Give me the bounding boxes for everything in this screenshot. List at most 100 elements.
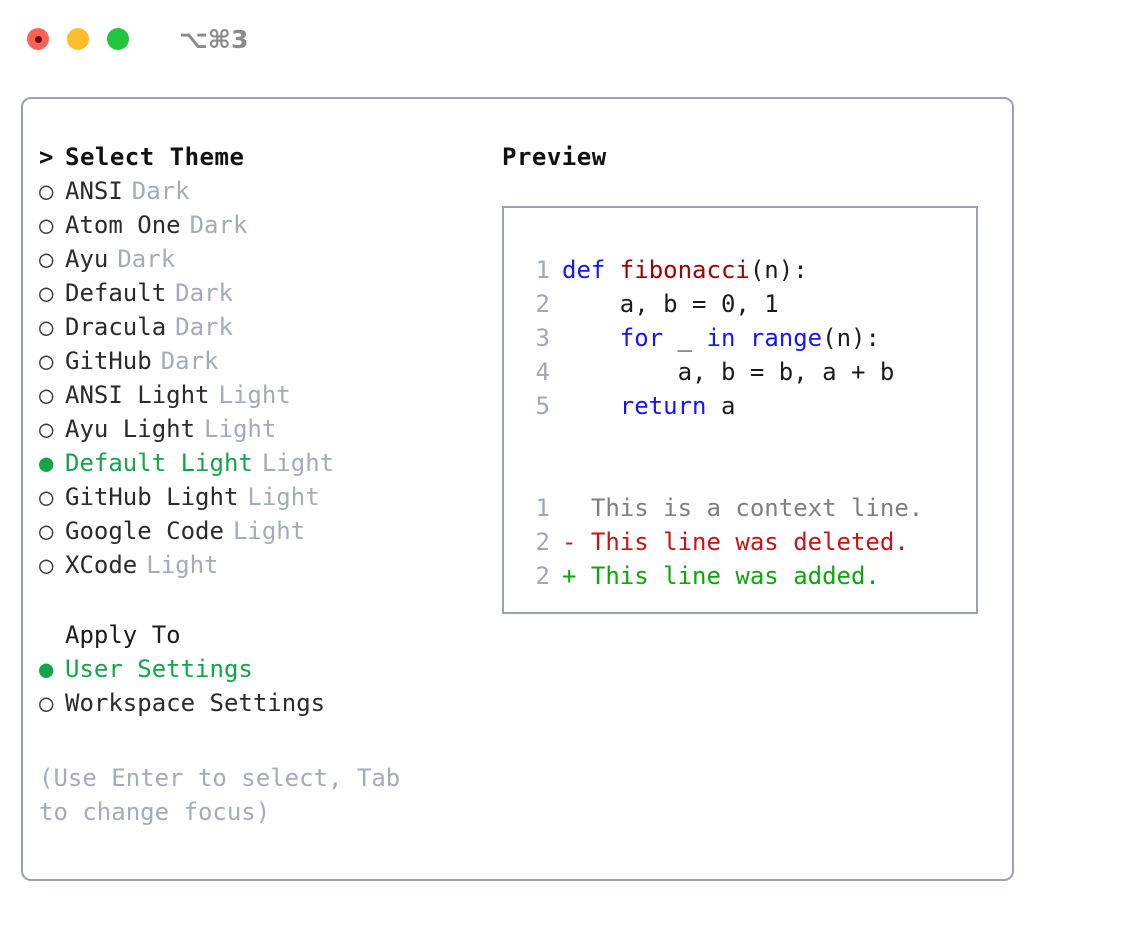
line-number: 2 xyxy=(535,562,550,590)
theme-item-label: GitHub xyxy=(65,347,152,375)
code-content: a, b = b, a + b xyxy=(562,358,895,386)
line-number: 5 xyxy=(535,392,550,420)
code-token-keyword: in xyxy=(706,324,736,352)
code-token-plain: (n): xyxy=(822,324,880,352)
radio-unselected-icon[interactable]: ○ xyxy=(39,211,54,239)
theme-item-xcode[interactable]: ○ XCode Light xyxy=(39,551,479,585)
radio-selected-icon[interactable]: ● xyxy=(39,449,54,477)
radio-unselected-icon[interactable]: ○ xyxy=(39,245,54,273)
theme-item-label: Default Light xyxy=(65,449,253,477)
radio-unselected-icon[interactable]: ○ xyxy=(39,689,54,717)
diff-content: - This line was deleted. xyxy=(562,528,909,556)
theme-item-label: XCode xyxy=(65,551,138,579)
code-token-plain: _ xyxy=(663,324,707,352)
theme-item-google-code[interactable]: ○ Google Code Light xyxy=(39,517,479,551)
apply-to-option-label: User Settings xyxy=(65,655,253,683)
apply-to-option-user-settings[interactable]: ● User Settings xyxy=(39,655,479,689)
theme-item-label: ANSI xyxy=(65,177,123,205)
main-panel: > Select Theme ○ ANSI Dark ○ Atom One Da… xyxy=(21,97,1014,881)
theme-item-tag: Light xyxy=(247,483,320,511)
theme-item-tag: Dark xyxy=(117,245,176,273)
theme-item-label: Default xyxy=(65,279,167,307)
theme-item-ansi-dark[interactable]: ○ ANSI Dark xyxy=(39,177,479,211)
code-line: 4 a, b = b, a + b xyxy=(522,358,976,392)
theme-item-ansi-light[interactable]: ○ ANSI Light Light xyxy=(39,381,479,415)
theme-item-tag: Dark xyxy=(160,347,219,375)
diff-line-deleted: 2 - This line was deleted. xyxy=(522,528,976,562)
theme-item-label: Google Code xyxy=(65,517,224,545)
theme-item-label: Atom One xyxy=(65,211,181,239)
close-button[interactable] xyxy=(27,28,49,50)
select-theme-heading: > Select Theme xyxy=(39,143,479,177)
theme-item-atom-one-dark[interactable]: ○ Atom One Dark xyxy=(39,211,479,245)
theme-item-tag: Dark xyxy=(131,177,190,205)
radio-unselected-icon[interactable]: ○ xyxy=(39,415,54,443)
apply-to-option-label: Workspace Settings xyxy=(65,689,326,717)
theme-item-default-light[interactable]: ● Default Light Light xyxy=(39,449,479,483)
code-content: def fibonacci(n): xyxy=(562,256,808,284)
radio-unselected-icon[interactable]: ○ xyxy=(39,347,54,375)
line-number: 2 xyxy=(535,528,550,556)
line-number: 1 xyxy=(535,494,550,522)
code-token-keyword: def xyxy=(562,256,620,284)
radio-unselected-icon[interactable]: ○ xyxy=(39,313,54,341)
minimize-button[interactable] xyxy=(67,28,89,50)
code-line: 1 def fibonacci(n): xyxy=(522,256,976,290)
code-token-function: fibonacci xyxy=(619,256,750,284)
window-controls xyxy=(27,28,129,50)
theme-item-github-dark[interactable]: ○ GitHub Dark xyxy=(39,347,479,381)
theme-item-tag: Light xyxy=(204,415,277,443)
radio-unselected-icon[interactable]: ○ xyxy=(39,381,54,409)
apply-to-heading-label: Apply To xyxy=(65,621,181,649)
theme-item-tag: Light xyxy=(232,517,306,545)
diff-line-added: 2 + This line was added. xyxy=(522,562,976,596)
radio-unselected-icon[interactable]: ○ xyxy=(39,483,54,511)
radio-unselected-icon[interactable]: ○ xyxy=(39,551,54,579)
preview-code-box: 1 def fibonacci(n): 2 a, b = 0, 1 3 for … xyxy=(502,206,978,614)
code-line: 2 a, b = 0, 1 xyxy=(522,290,976,324)
line-number: 4 xyxy=(535,358,550,386)
code-blank-line xyxy=(522,460,976,494)
theme-item-tag: Dark xyxy=(175,279,233,307)
apply-to-option-workspace-settings[interactable]: ○ Workspace Settings xyxy=(39,689,479,723)
code-token-keyword: return xyxy=(619,392,707,420)
diff-line-context: 1 This is a context line. xyxy=(522,494,976,528)
theme-item-tag: Dark xyxy=(189,211,248,239)
theme-item-tag: Light xyxy=(218,381,291,409)
radio-unselected-icon[interactable]: ○ xyxy=(39,177,54,205)
theme-item-label: ANSI Light xyxy=(65,381,210,409)
code-token-plain: (n): xyxy=(749,256,808,284)
code-content: for _ in range(n): xyxy=(562,324,880,352)
code-line: 5 return a xyxy=(522,392,976,426)
line-number: 3 xyxy=(535,324,550,352)
code-token-keyword: for xyxy=(619,324,664,352)
radio-unselected-icon[interactable]: ○ xyxy=(39,517,54,545)
radio-unselected-icon[interactable]: ○ xyxy=(39,279,54,307)
title-bar: ⌥⌘3 xyxy=(0,0,1140,78)
radio-selected-icon[interactable]: ● xyxy=(39,655,54,683)
theme-item-label: Dracula xyxy=(65,313,167,341)
diff-content: This is a context line. xyxy=(562,494,924,522)
theme-item-github-light[interactable]: ○ GitHub Light Light xyxy=(39,483,479,517)
select-theme-heading-label: Select Theme xyxy=(65,143,245,171)
theme-item-label: Ayu xyxy=(65,245,109,273)
code-token-plain xyxy=(562,392,620,420)
line-number: 1 xyxy=(535,256,550,284)
apply-to-heading: Apply To xyxy=(39,621,479,655)
code-content: a, b = 0, 1 xyxy=(562,290,779,318)
diff-content: + This line was added. xyxy=(562,562,880,590)
theme-item-dracula-dark[interactable]: ○ Dracula Dark xyxy=(39,313,479,347)
theme-item-label: GitHub Light xyxy=(65,483,239,511)
theme-item-tag: Light xyxy=(146,551,219,579)
code-token-builtin: range xyxy=(749,324,823,352)
zoom-button[interactable] xyxy=(107,28,129,50)
prompt-caret-icon: > xyxy=(39,143,54,171)
preview-title: Preview xyxy=(502,143,607,171)
theme-item-default-dark[interactable]: ○ Default Dark xyxy=(39,279,479,313)
theme-item-ayu-light[interactable]: ○ Ayu Light Light xyxy=(39,415,479,449)
code-token-plain xyxy=(735,324,749,352)
theme-item-ayu-dark[interactable]: ○ Ayu Dark xyxy=(39,245,479,279)
keyboard-shortcut-label: ⌥⌘3 xyxy=(179,24,249,54)
keyboard-hint-text: (Use Enter to select, Tab to change focu… xyxy=(39,764,401,826)
